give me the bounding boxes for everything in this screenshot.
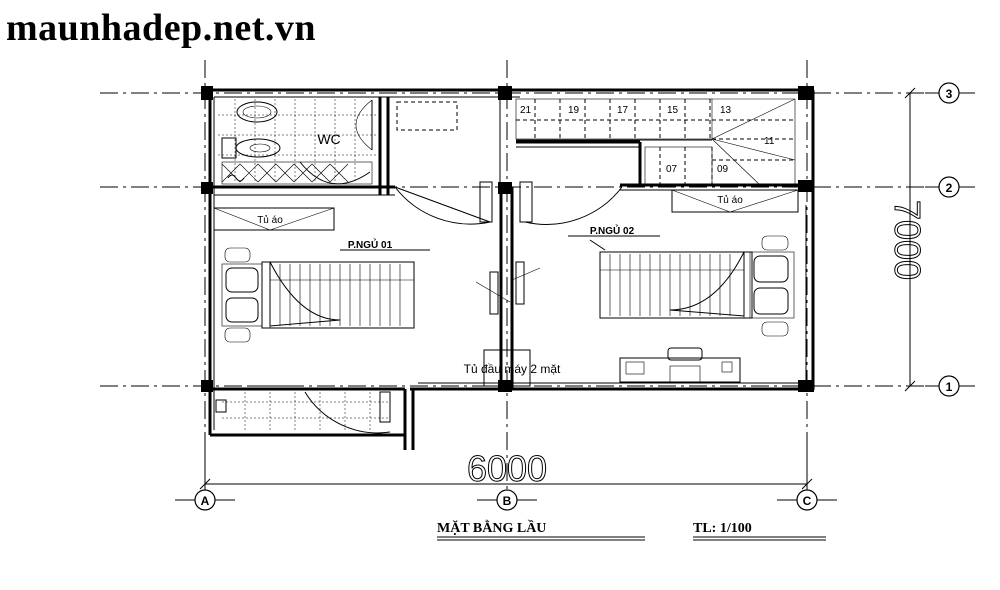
bedroom-2: P.NGỦ 02 [568,224,795,383]
grid-bubble-col-c: C [777,489,837,511]
door-bedroom-1 [394,181,493,225]
grid-label-c: C [803,494,812,508]
stair-number: 13 [720,105,732,116]
grid-label-a: A [201,494,210,508]
stair-number: 07 [666,164,678,175]
bedroom-1: P.NGỦ 01 [221,238,430,343]
wardrobe-2: Tủ áo [671,189,799,213]
grid-label-3: 3 [946,87,953,101]
cabinet-label: Tủ đầu máy 2 mặt [464,362,561,376]
skylight [396,101,458,131]
stair-number: 19 [568,105,580,116]
dimension-height: 7000 [887,87,929,392]
sink-icon [236,101,278,123]
grid-bubble-col-a: A [175,489,235,511]
wc-room: WC [218,99,378,185]
plan-title: MẶT BẰNG LẦU [437,519,546,536]
grid-bubble-col-b: B [477,489,537,511]
bed-2-icon [599,235,795,337]
grid-label-b: B [503,494,512,508]
stair-number: 17 [617,105,629,116]
bedroom-1-label: P.NGỦ 01 [348,238,393,251]
stair-number: 21 [520,105,532,116]
dimension-width-label: 6000 [467,448,547,489]
door-bedroom-2 [519,181,623,225]
wc-label: WC [317,131,340,147]
plan-scale: TL: 1/100 [693,521,752,536]
toilet-icon [221,137,281,159]
bedroom-2-label: P.NGỦ 02 [590,224,635,237]
wardrobe-2-label: Tủ áo [717,194,743,206]
grid-bubble-row-1: 1 [925,375,975,397]
central-closet: Tủ đầu máy 2 mặt [464,261,561,387]
grid-bubble-row-3: 3 [925,82,975,104]
dimension-height-label: 7000 [887,200,928,280]
desk-icon [619,347,741,383]
columns [201,86,814,392]
bed-1-icon [221,247,415,343]
watermark-logo: maunhadep.net.vn [6,7,316,49]
stair-number: 09 [717,164,729,175]
drawing-title: MẶT BẰNG LẦU TL: 1/100 [437,519,826,541]
stair-number: 15 [667,105,679,116]
staircase: 21 19 17 15 13 11 07 09 [515,98,796,186]
grid-label-1: 1 [946,380,953,394]
grid-label-2: 2 [946,181,953,195]
dimension-width: 6000 [199,448,813,490]
walls [205,88,815,450]
wardrobe-1-label: Tủ áo [257,214,283,226]
balcony-room [215,385,391,434]
stair-number: 11 [764,136,775,147]
grid-bubble-row-2: 2 [925,176,975,198]
wardrobe-1: Tủ áo [213,207,335,231]
